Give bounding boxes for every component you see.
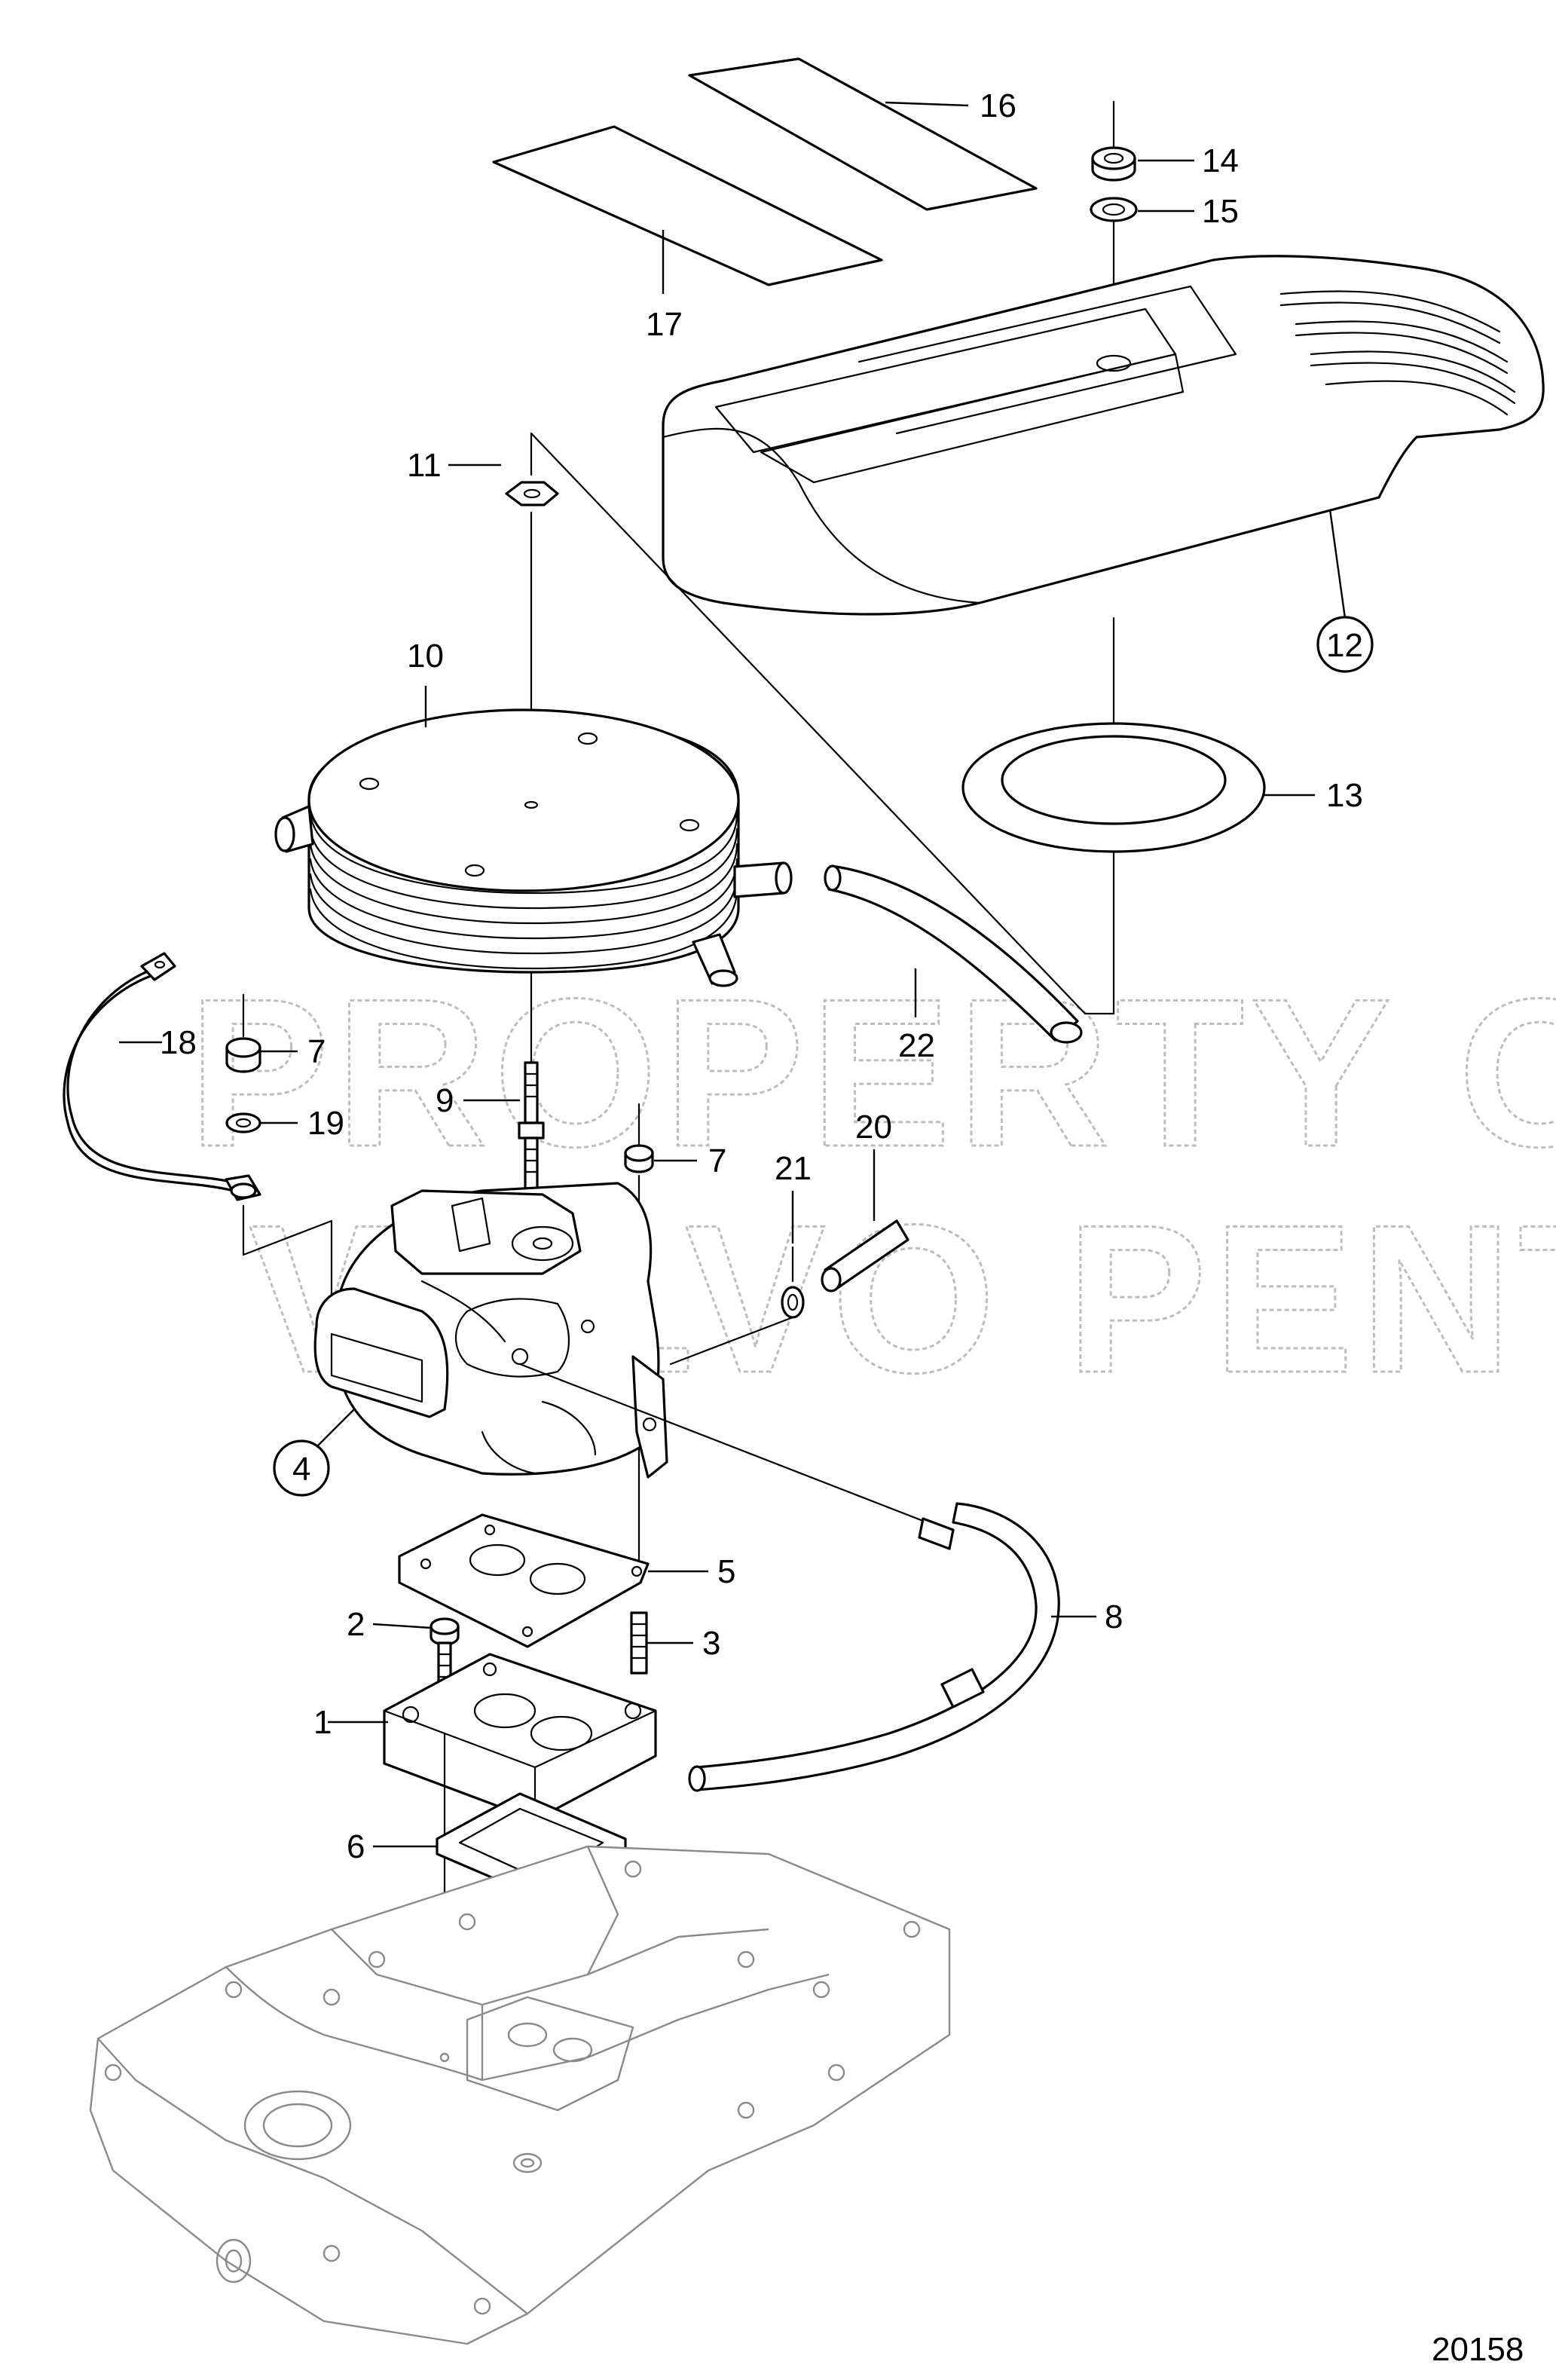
part-10-air-cleaner	[274, 708, 793, 1064]
callout-16: 16	[980, 87, 1016, 124]
callout-17: 17	[646, 306, 683, 343]
part-13-ring-gasket	[961, 722, 1266, 853]
callout-7-lower: 7	[708, 1143, 726, 1179]
callout-circle-4	[273, 1439, 330, 1497]
callout-18: 18	[160, 1024, 197, 1061]
part-22-hose	[824, 864, 1083, 1044]
part-7-nut-upper	[225, 993, 261, 1073]
callout-4: 4	[292, 1451, 310, 1488]
part-9-stud	[518, 1061, 545, 1192]
part-17-decal	[492, 125, 883, 286]
callout-7-upper: 7	[307, 1033, 326, 1070]
callout-5: 5	[717, 1553, 735, 1590]
part-16-decal	[688, 57, 1038, 211]
callout-1: 1	[313, 1704, 332, 1741]
intake-manifold	[89, 1845, 951, 2345]
part-20-tube	[821, 1219, 909, 1292]
callout-19: 19	[307, 1105, 344, 1142]
drawing-number: 20158	[1432, 2331, 1524, 2368]
part-12-engine-cover	[662, 255, 1545, 1015]
callout-22: 22	[898, 1027, 935, 1064]
part-19-washer	[225, 1112, 333, 1298]
part-14-nut	[1091, 100, 1136, 182]
callout-9: 9	[436, 1082, 454, 1119]
callout-8: 8	[1105, 1598, 1123, 1635]
part-2-bolt	[430, 1617, 460, 1727]
part-21-clamp	[669, 1246, 805, 1366]
callout-11: 11	[407, 447, 442, 484]
callout-20: 20	[855, 1109, 892, 1146]
callout-15: 15	[1202, 193, 1239, 230]
callout-2: 2	[347, 1606, 365, 1643]
part-5-carb-gasket	[398, 1513, 650, 1648]
callout-labels: 1 2 3 4 5 6 7 7 8 9 10 11 12 13 14 15 16…	[160, 87, 1363, 1865]
callout-13: 13	[1326, 777, 1363, 814]
part-3-stud	[630, 1611, 648, 1675]
callout-14: 14	[1202, 142, 1239, 179]
leader-lines	[119, 101, 1347, 1848]
part-8-fuel-line	[518, 1363, 1060, 1792]
part-15-washer	[1090, 197, 1138, 356]
callout-10: 10	[407, 638, 444, 675]
callout-21: 21	[775, 1150, 812, 1187]
watermark-line-1: PROPERTY OF	[188, 956, 1556, 1191]
part-4-carburetor	[313, 1182, 668, 1479]
callout-3: 3	[702, 1625, 720, 1662]
callout-12: 12	[1326, 627, 1363, 664]
callout-6: 6	[347, 1828, 365, 1865]
